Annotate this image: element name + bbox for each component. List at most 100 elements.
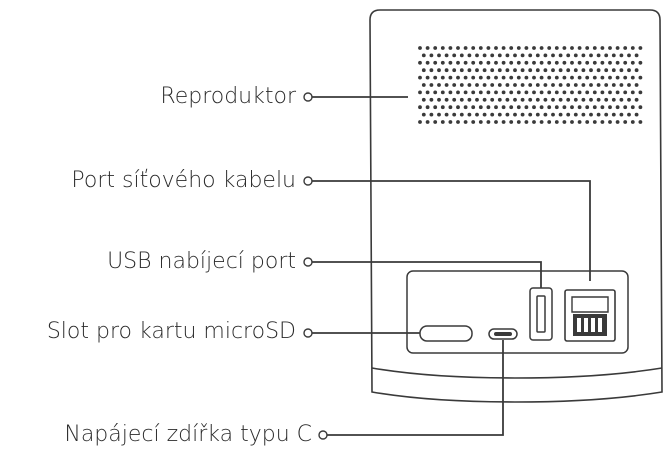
speaker-hole [608,75,612,80]
speaker-hole [494,46,498,50]
speaker-hole [638,120,643,124]
speaker-hole [444,53,449,58]
speaker-hole [585,60,590,65]
speaker-hole [573,97,578,102]
speaker-hole [471,60,476,65]
speaker-hole [638,46,643,50]
speaker-hole [456,46,460,50]
speaker-hole [520,83,525,87]
speaker-hole [611,97,616,102]
speaker-hole [539,60,544,65]
speaker-hole [581,83,586,87]
speaker-hole [418,46,422,50]
speaker-hole [494,105,498,110]
speaker-hole [429,112,434,117]
speaker-hole [501,90,506,95]
speaker-hole [573,53,578,58]
speaker-hole [581,112,586,117]
speaker-hole [448,75,453,80]
speaker-hole [524,75,529,80]
speaker-hole [509,75,514,80]
speaker-hole [570,105,574,110]
speaker-hole [562,46,567,50]
speaker-hole [467,83,472,87]
speaker-hole [516,75,521,80]
speaker-hole [433,46,438,50]
speaker-hole [570,120,574,124]
speaker-hole [570,75,574,80]
speaker-hole [448,46,453,50]
speaker-hole [497,53,502,58]
speaker-hole [611,83,616,87]
speaker-hole [604,83,609,87]
speaker-hole [429,68,434,73]
device-outline [369,9,663,403]
speaker-hole [429,97,434,102]
speaker-hole [505,83,510,87]
speaker-hole [566,53,571,58]
speaker-hole [520,53,525,58]
speaker-hole [475,83,479,87]
callout-dot-reproduktor [303,92,313,102]
speaker-hole [418,75,422,80]
speaker-hole [554,75,559,80]
speaker-hole [535,53,540,58]
speaker-hole [543,53,548,58]
speaker-hole [497,68,502,73]
speaker-hole [478,90,483,95]
speaker-hole [573,112,578,117]
speaker-hole [528,97,533,102]
speaker-hole [486,90,491,95]
speaker-hole [459,53,464,58]
speaker-hole [421,68,426,73]
speaker-hole [444,112,449,117]
speaker-hole [551,97,555,102]
speaker-hole [433,120,438,124]
speaker-hole [630,75,635,80]
speaker-hole [452,68,457,73]
speaker-hole [577,105,582,110]
speaker-hole [425,75,430,80]
speaker-hole [532,46,536,50]
speaker-hole [475,68,479,73]
speaker-hole [608,90,612,95]
speaker-hole [467,68,472,73]
speaker-hole [615,46,620,50]
speaker-hole [440,75,445,80]
speaker-hole [471,75,476,80]
speaker-hole [623,75,628,80]
speaker-hole [611,112,616,117]
speaker-hole [638,105,643,110]
speaker-hole [585,75,590,80]
speaker-hole [528,112,533,117]
speaker-hole [634,53,639,58]
speaker-hole [494,120,498,124]
speaker-hole [520,112,525,117]
speaker-hole [532,105,536,110]
speaker-hole [486,60,491,65]
leader-lines [303,92,591,440]
speaker-hole [490,68,495,73]
speaker-hole [547,120,552,124]
speaker-hole [425,90,430,95]
speaker-hole [516,90,521,95]
speaker-hole [448,60,453,65]
speaker-hole [562,90,567,95]
port-panel-frame [406,270,629,354]
speaker-hole [638,75,643,80]
callout-dot-napajeci [318,430,328,440]
speaker-hole [513,53,517,58]
speaker-hole [482,97,487,102]
speaker-hole [444,68,449,73]
speaker-hole [554,120,559,124]
speaker-hole [524,105,529,110]
speaker-hole [630,60,635,65]
speaker-hole [623,105,628,110]
speaker-hole [532,120,536,124]
speaker-hole [551,53,555,58]
speaker-hole [592,105,597,110]
speaker-hole [570,46,574,50]
speaker-hole [562,60,567,65]
speaker-hole [501,60,506,65]
